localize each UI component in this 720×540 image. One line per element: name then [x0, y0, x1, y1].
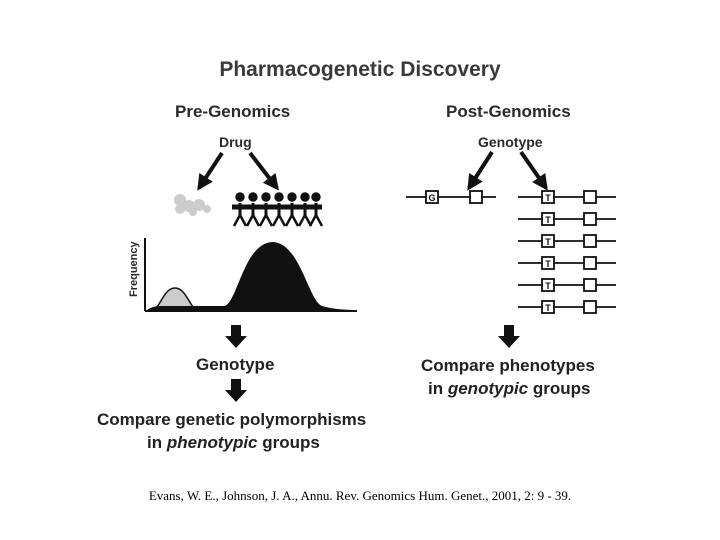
allele-t-text: T [545, 259, 551, 269]
gray-cloud-icon [174, 194, 211, 216]
pre-step-compare-line1: Compare genetic polymorphisms [97, 410, 367, 429]
chromosome-t-alleles [518, 190, 616, 314]
down-arrow-icon [225, 379, 247, 402]
pre-genomics-heading: Pre-Genomics [175, 102, 291, 121]
post-step-compare-line2: in genotypic groups [428, 379, 590, 399]
down-arrow-icon [225, 325, 247, 348]
post-genomics-heading: Post-Genomics [446, 102, 571, 121]
allele-t-text: T [545, 215, 551, 225]
allele-t-text: T [545, 237, 551, 247]
frequency-axis-label: Frequency [128, 240, 140, 297]
post-step-compare-line1: Compare phenotypes [421, 356, 595, 375]
emphasis-phenotypic: phenotypic [166, 433, 258, 452]
people-group-icon [232, 192, 324, 227]
pre-step-compare-line2: in phenotypic groups [147, 433, 320, 453]
citation: Evans, W. E., Johnson, J. A., Annu. Rev.… [148, 488, 572, 503]
drug-label: Drug [219, 134, 252, 150]
allele-t-text: T [545, 193, 551, 203]
text-part: groups [528, 379, 591, 398]
allele-t-text: T [545, 281, 551, 291]
text-part: in [428, 379, 448, 398]
drug-arrow-right [248, 151, 279, 191]
distribution-curve-dark [147, 242, 357, 310]
text-part: groups [257, 433, 320, 452]
genotype-arrow-left [467, 150, 494, 191]
text-part: in [147, 433, 167, 452]
genotype-label: Genotype [478, 134, 543, 150]
drug-arrow-left [197, 151, 224, 191]
down-arrow-icon [498, 325, 520, 348]
diagram-title: Pharmacogenetic Discovery [219, 58, 501, 81]
allele-t-text: T [545, 303, 551, 313]
frequency-axes [144, 238, 357, 312]
emphasis-genotypic: genotypic [447, 379, 529, 398]
genotype-arrow-right [519, 150, 548, 191]
allele-g-text: G [428, 193, 435, 203]
pre-step-genotype: Genotype [196, 355, 275, 374]
chromosome-g-allele [406, 190, 496, 204]
